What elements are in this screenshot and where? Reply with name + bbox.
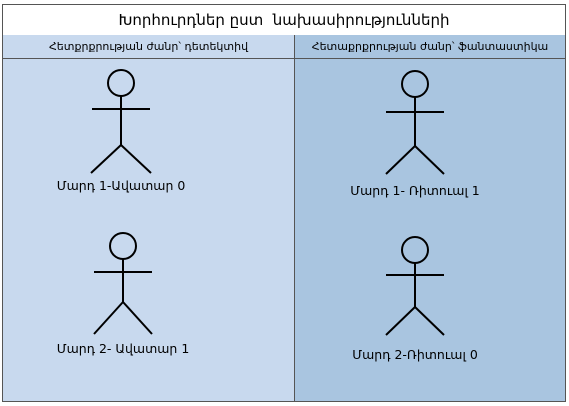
actor-label: Մարդ 2-Ռիտուալ 0: [352, 347, 478, 362]
actor-person-1-ritual: Մարդ 1- Ռիտուալ 1: [325, 69, 505, 219]
actor-label: Մարդ 2- Ավատար 1: [56, 341, 190, 356]
lane-header-detective: Հետքրքրության ժանր՝ դետեկտիվ: [3, 35, 294, 59]
actor-label: Մարդ 1-Ավատար 0: [56, 178, 186, 193]
actor-label: Մարդ 1- Ռիտուալ 1: [350, 183, 480, 198]
actor-person-2-ritual: Մարդ 2-Ռիտուալ 0: [325, 235, 505, 385]
lane-detective: Հետքրքրության ժանր՝ դետեկտիվ Մարդ 1-Ավատ…: [3, 35, 295, 401]
actor-person-2-avatar: Մարդ 2- Ավատար 1: [33, 231, 213, 381]
stick-figure-icon: [385, 70, 445, 175]
lane-header-fantasy: Հետաքրքրության ժանր՝ ֆանտաստիկա: [295, 35, 565, 59]
diagram-frame: Խորհուրդներ ըստ նախասիրությունների Հետքր…: [2, 4, 566, 402]
actor-person-1-avatar: Մարդ 1-Ավատար 0: [31, 68, 211, 218]
stick-figure-icon: [385, 236, 445, 336]
lane-fantasy: Հետաքրքրության ժանր՝ ֆանտաստիկա Մարդ 1- …: [295, 35, 565, 401]
stick-figure-icon: [90, 69, 152, 174]
stick-figure-icon: [93, 232, 153, 335]
diagram-title: Խորհուրդներ ըստ նախասիրությունների: [3, 5, 565, 36]
